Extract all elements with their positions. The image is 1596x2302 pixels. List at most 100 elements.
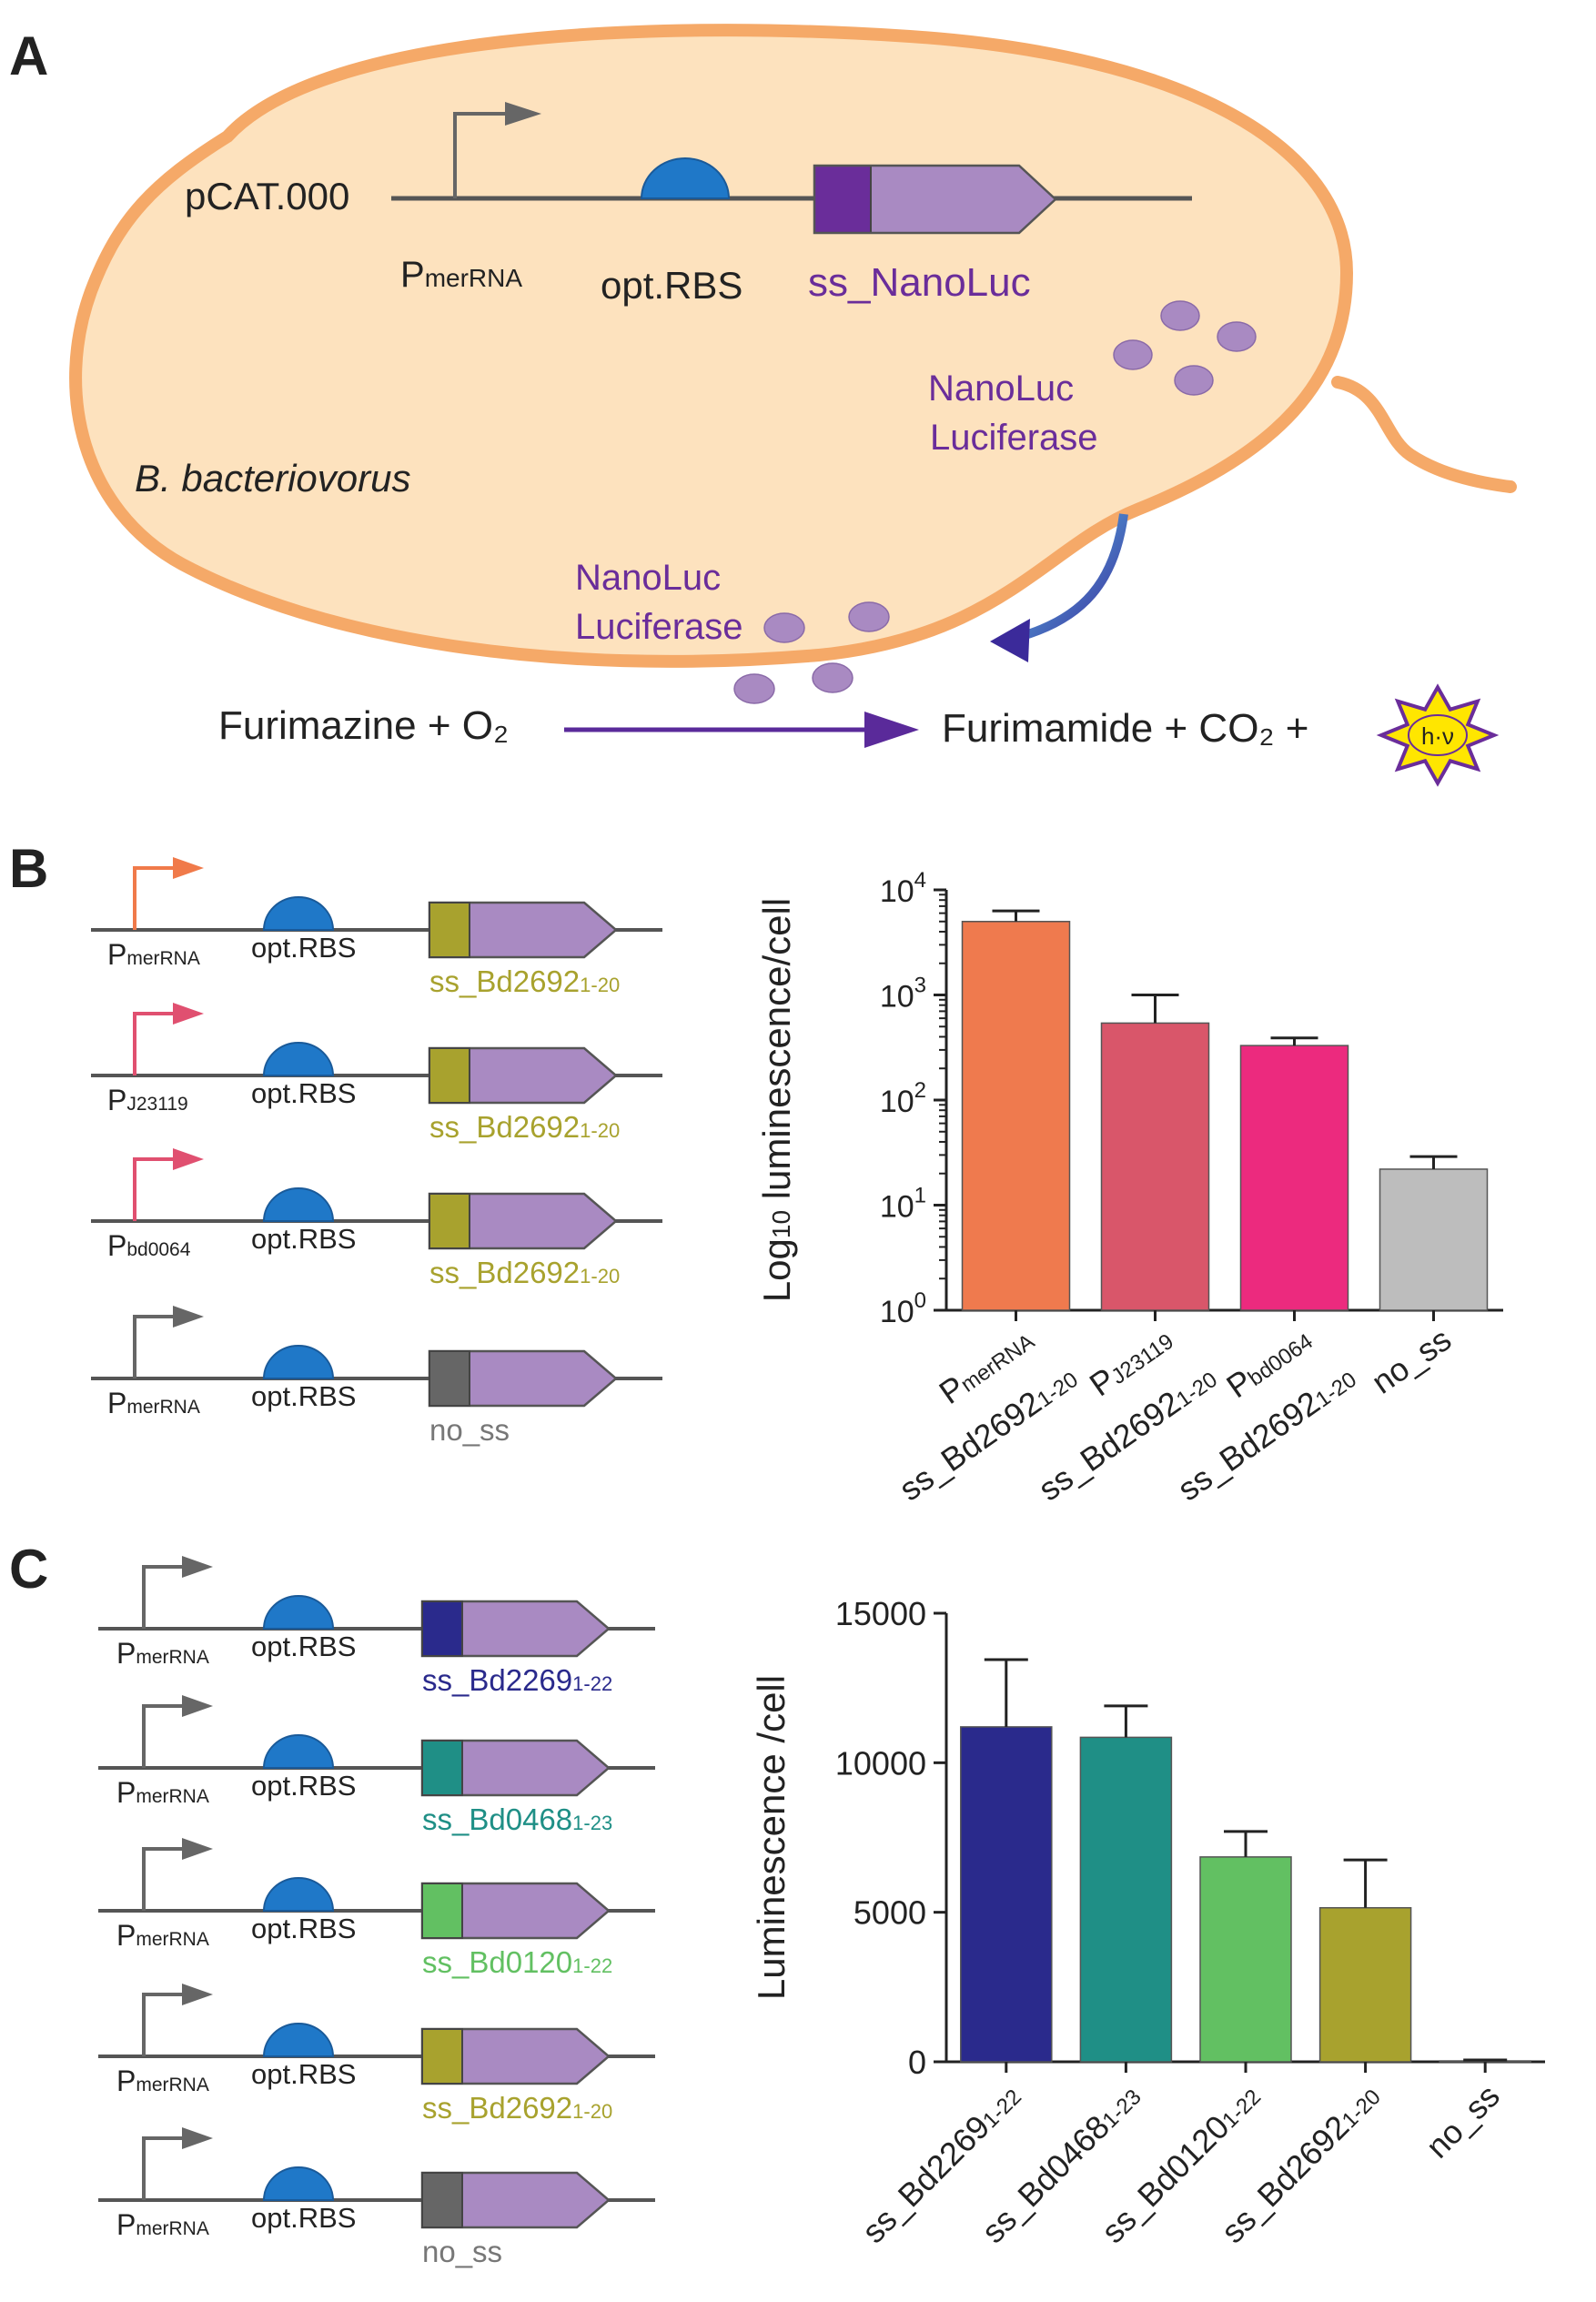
bar: [1239, 1045, 1349, 1311]
rbs-label: opt.RBS: [251, 1770, 356, 1802]
plasmid-label: pCAT.000: [185, 175, 349, 217]
promoter-label: PJ23119: [107, 1084, 188, 1116]
rbs-icon: [262, 2166, 335, 2201]
promoter-label: Pbd0064: [107, 1229, 191, 1262]
rbs-label: opt.RBS: [251, 1913, 356, 1944]
rbs-icon: [262, 1877, 335, 1912]
luciferase-label-inside-2: Luciferase: [930, 418, 1098, 458]
secretion-arrowhead-icon: [990, 619, 1030, 662]
photon-icon: h·ν: [1376, 683, 1500, 787]
y-tick-label: 102: [880, 1078, 926, 1119]
rbs-icon: [640, 157, 731, 199]
promoter-arrowhead-icon: [173, 857, 204, 879]
luciferase-dots-inside: [1113, 300, 1257, 396]
y-tick-label: 5000: [854, 1894, 926, 1932]
rbs-icon: [262, 896, 335, 931]
ss-label: ss_Bd26921-20: [429, 964, 620, 998]
flagellum: [1331, 376, 1517, 493]
rbs-label: opt.RBS: [251, 1223, 356, 1255]
ss-label: ss_Bd26921-20: [429, 1256, 620, 1289]
promoter-arrow-icon: [142, 1704, 187, 1768]
promoter-arrow-icon: [133, 866, 178, 930]
y-tick-label: 104: [880, 868, 926, 909]
panel-a-letter: A: [9, 25, 48, 86]
luciferase-label-outside-2: Luciferase: [575, 607, 743, 647]
rbs-label: opt.RBS: [251, 1380, 356, 1412]
promoter-arrowhead-icon: [182, 2127, 213, 2149]
ss-label: ss_Bd01201-22: [422, 1945, 612, 1979]
signal-seq-block: [421, 1600, 463, 1657]
bar: [1100, 1022, 1210, 1311]
rbs-label: opt.RBS: [251, 2202, 356, 2234]
construct: PmerRNA opt.RBS ss_Bd22691-22: [98, 1556, 655, 1697]
bacterium-cell: [69, 24, 1517, 668]
bar: [1079, 1736, 1173, 2063]
promoter-label: PmerRNA: [107, 1387, 200, 1419]
bar: [1318, 1906, 1412, 2063]
ss-label: ss_Bd26921-20: [422, 2091, 612, 2125]
promoter-label: PmerRNA: [116, 1637, 209, 1670]
promoter-label: PmerRNA: [107, 938, 200, 971]
y-tick-label: 101: [880, 1184, 926, 1225]
rbs-label: opt.RBS: [251, 1077, 356, 1109]
promoter-arrow-icon: [142, 1993, 187, 2056]
promoter-arrow-icon: [133, 1157, 178, 1221]
luciferase-label-outside-1: NanoLuc: [575, 558, 721, 598]
ss-label: ss_Bd04681-23: [422, 1802, 612, 1836]
construct: PmerRNA opt.RBS ss_Bd26921-20: [98, 1984, 655, 2125]
ss-label: ss_Bd26921-20: [429, 1110, 620, 1144]
rbs-label-a: opt.RBS: [601, 264, 742, 307]
promoter-arrowhead-icon: [173, 1306, 204, 1328]
promoter-arrow-icon: [142, 2136, 187, 2200]
panel-b-letter: B: [9, 838, 48, 899]
rbs-label: opt.RBS: [251, 2058, 356, 2090]
rbs-icon: [262, 2023, 335, 2057]
promoter-arrowhead-icon: [173, 1003, 204, 1025]
promoter-arrowhead-icon: [173, 1148, 204, 1170]
cds-arrow-icon: [871, 166, 1056, 233]
signal-seq-block: [429, 1350, 470, 1407]
signal-seq-block: [429, 902, 470, 958]
ss-label: no_ss: [422, 2235, 502, 2268]
luciferase-label-inside-1: NanoLuc: [928, 369, 1074, 409]
reaction-arrowhead-icon: [864, 712, 919, 748]
ss-label: ss_Bd22691-22: [422, 1663, 612, 1697]
signal-seq-block: [814, 166, 871, 233]
rbs-icon: [262, 1595, 335, 1630]
rbs-label: opt.RBS: [251, 1631, 356, 1662]
signal-seq-block: [421, 2172, 463, 2228]
promoter-arrow-icon: [142, 1847, 187, 1911]
promoter-label: PmerRNA: [116, 2065, 209, 2097]
x-tick-label: no_ss: [1365, 1320, 1458, 1401]
promoter-label: PmerRNA: [116, 1776, 209, 1809]
construct-a: [391, 102, 1192, 235]
reaction-substrate: Furimazine + O₂: [218, 703, 509, 748]
y-tick-label: 0: [908, 2044, 926, 2081]
promoter-arrowhead-icon: [182, 1984, 213, 2005]
organism-label: B. bacteriovorus: [135, 457, 410, 500]
cds-label-a: ss_NanoLuc: [808, 260, 1031, 305]
signal-seq-block: [421, 2028, 463, 2085]
rbs-icon: [262, 1187, 335, 1222]
bar: [1379, 1168, 1489, 1311]
bar: [961, 921, 1071, 1311]
bar: [1199, 1856, 1292, 2063]
y-axis-label: Log10 luminescence/cell: [755, 898, 798, 1302]
construct: Pbd0064 opt.RBS ss_Bd26921-20: [91, 1148, 662, 1289]
promoter-arrowhead-icon: [182, 1695, 213, 1717]
construct: PJ23119 opt.RBS ss_Bd26921-20: [91, 1003, 662, 1144]
y-tick-label: 15000: [835, 1595, 926, 1632]
promoter-arrowhead-icon: [505, 102, 541, 126]
promoter-arrow-icon: [453, 112, 510, 198]
signal-seq-block: [429, 1193, 470, 1249]
y-tick-label: 103: [880, 974, 926, 1015]
promoter-label: PmerRNA: [116, 1919, 209, 1952]
